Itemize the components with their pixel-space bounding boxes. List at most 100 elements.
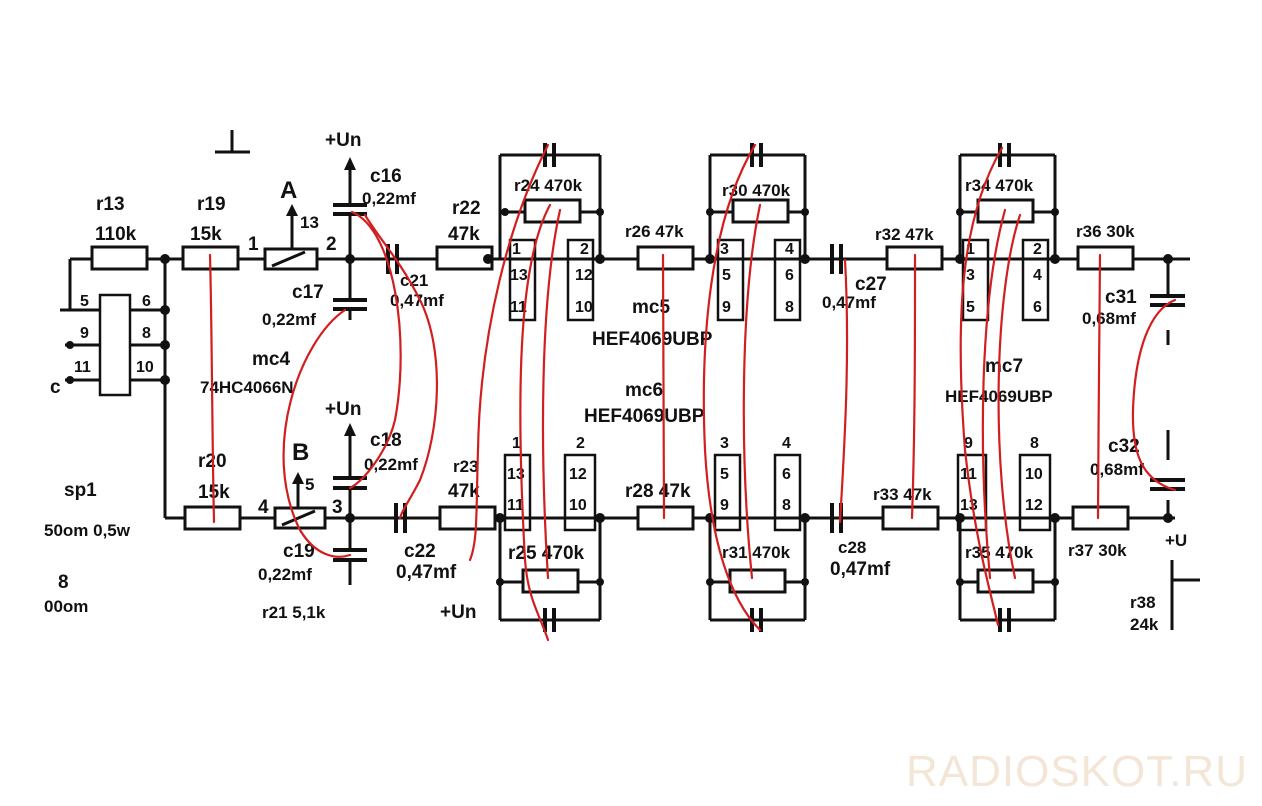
mc7-label: mc7 <box>985 356 1023 377</box>
mc7-pin: 3 <box>966 267 975 284</box>
mc6-label: mc6 <box>625 380 663 401</box>
component-labels: +Un c16 0,22mf r13 110k r19 15k A 1 2 13… <box>44 130 1187 634</box>
mc7-pin: 1 <box>966 241 975 258</box>
switch-pin-5: 5 <box>305 475 314 494</box>
mc5-pin: 11 <box>510 299 527 316</box>
c22-value: 0,47mf <box>396 562 457 583</box>
c18-value: 0,22mf <box>364 455 418 474</box>
mc6a-pin: 12 <box>569 466 587 483</box>
mc6a-pin: 2 <box>576 435 585 452</box>
mc7-pin: 5 <box>966 299 975 316</box>
switch-pin-3: 3 <box>332 497 343 518</box>
resistor-r37 <box>1071 505 1130 531</box>
switch-arrows <box>286 157 356 484</box>
sw-pin: 10 <box>136 359 154 376</box>
mc6-pin: 9 <box>722 299 731 316</box>
resistor-r26 <box>636 245 695 271</box>
sw-pin: 11 <box>74 359 91 376</box>
annotation-line <box>910 253 917 520</box>
mc7b-pin: 10 <box>1025 466 1043 483</box>
mc6-pin: 4 <box>785 241 794 258</box>
resistor-r23 <box>438 505 497 531</box>
r23-label: r23 <box>453 457 479 476</box>
annotation-line <box>838 258 849 524</box>
mc5-pin: 12 <box>575 267 593 284</box>
r28-label: r28 47k <box>625 481 691 502</box>
mc6b-bottom-pins: 3 4 5 6 9 8 <box>720 435 791 514</box>
mc4-label: mc4 <box>252 349 290 370</box>
annotation-line <box>742 203 762 580</box>
cut-c-label: c <box>50 377 61 398</box>
c19-value: 0,22mf <box>258 565 312 584</box>
r22-value: 47k <box>448 224 480 245</box>
ic-mc6-left <box>716 238 745 322</box>
mc5-pins: 1 2 13 12 11 10 <box>510 241 593 316</box>
sp1-value: 50om 0,5w <box>44 521 131 540</box>
c27-value: 0,47mf <box>822 293 876 312</box>
om-label: 00om <box>44 597 88 616</box>
mc6b-pin: 8 <box>782 497 791 514</box>
mc6b-pin: 6 <box>782 466 791 483</box>
un-mid-label: +Un <box>325 399 361 420</box>
annotation-line <box>1131 298 1177 492</box>
r37-label: r37 30k <box>1068 541 1127 560</box>
r13-value: 110k <box>95 224 137 245</box>
mc6a-pin: 11 <box>507 497 524 514</box>
ic-mc7-right <box>1021 238 1050 322</box>
mc7b-pin: 8 <box>1030 435 1039 452</box>
mc5-pin: 10 <box>575 299 593 316</box>
mc6-pin: 6 <box>785 267 794 284</box>
c21-value: 0,47mf <box>390 291 444 310</box>
annotation-line <box>541 208 562 580</box>
red-annotations <box>208 143 1177 642</box>
sw-pin: 8 <box>142 325 151 342</box>
ic-mc6a-right <box>563 453 597 532</box>
annotation-line <box>208 253 216 524</box>
resistor-r13 <box>90 245 149 271</box>
annotation-line <box>661 253 666 520</box>
mc6b-pin: 5 <box>720 466 729 483</box>
resistor-r24 <box>523 198 582 224</box>
sw-pin: 6 <box>142 293 151 310</box>
mc5-pin: 2 <box>580 241 589 258</box>
switch-pin-4: 4 <box>258 497 269 518</box>
annotation-line <box>981 208 1007 580</box>
annotation-line <box>519 203 552 642</box>
ic-mc5-left <box>508 238 537 322</box>
switch-b-label: B <box>292 439 309 466</box>
sw-pin: 9 <box>80 325 89 342</box>
watermark: RADIOSKOT.RU <box>905 747 1248 796</box>
c31-label: c31 <box>1105 287 1137 308</box>
c22-label: c22 <box>404 541 436 562</box>
annotation-line <box>363 213 438 520</box>
sp1-label: sp1 <box>64 480 97 501</box>
r38-label: r38 <box>1130 593 1156 612</box>
ic-boxes <box>98 238 1052 532</box>
mc5-pin: 1 <box>512 241 521 258</box>
mc6-top-pins: 3 4 5 6 9 8 <box>720 241 794 316</box>
ic-mc7b-right <box>1018 453 1052 532</box>
c17-label: c17 <box>292 282 324 303</box>
r32-label: r32 47k <box>875 225 934 244</box>
mc7-pin: 2 <box>1033 241 1042 258</box>
resistor-r25 <box>521 568 580 594</box>
mc6b-pin: 9 <box>720 497 729 514</box>
annotation-line <box>959 146 1004 627</box>
r33-label: r33 47k <box>873 485 932 504</box>
annotation-line <box>348 210 402 490</box>
c28-value: 0,47mf <box>830 559 891 580</box>
un-bottom-label: +Un <box>440 602 476 623</box>
c18-label: c18 <box>370 430 402 451</box>
mc6b-pin: 4 <box>782 435 791 452</box>
c16-value: 0,22mf <box>362 189 416 208</box>
mc6a-pin: 10 <box>569 497 587 514</box>
mc6b-pin: 3 <box>720 435 729 452</box>
r34-label: r34 470k <box>965 176 1034 195</box>
annotation-line <box>702 143 762 632</box>
resistor-r31 <box>728 568 787 594</box>
mc5-part: HEF4069UBP <box>592 329 713 350</box>
resistor-r35 <box>976 568 1035 594</box>
c31-value: 0,68mf <box>1082 309 1136 328</box>
